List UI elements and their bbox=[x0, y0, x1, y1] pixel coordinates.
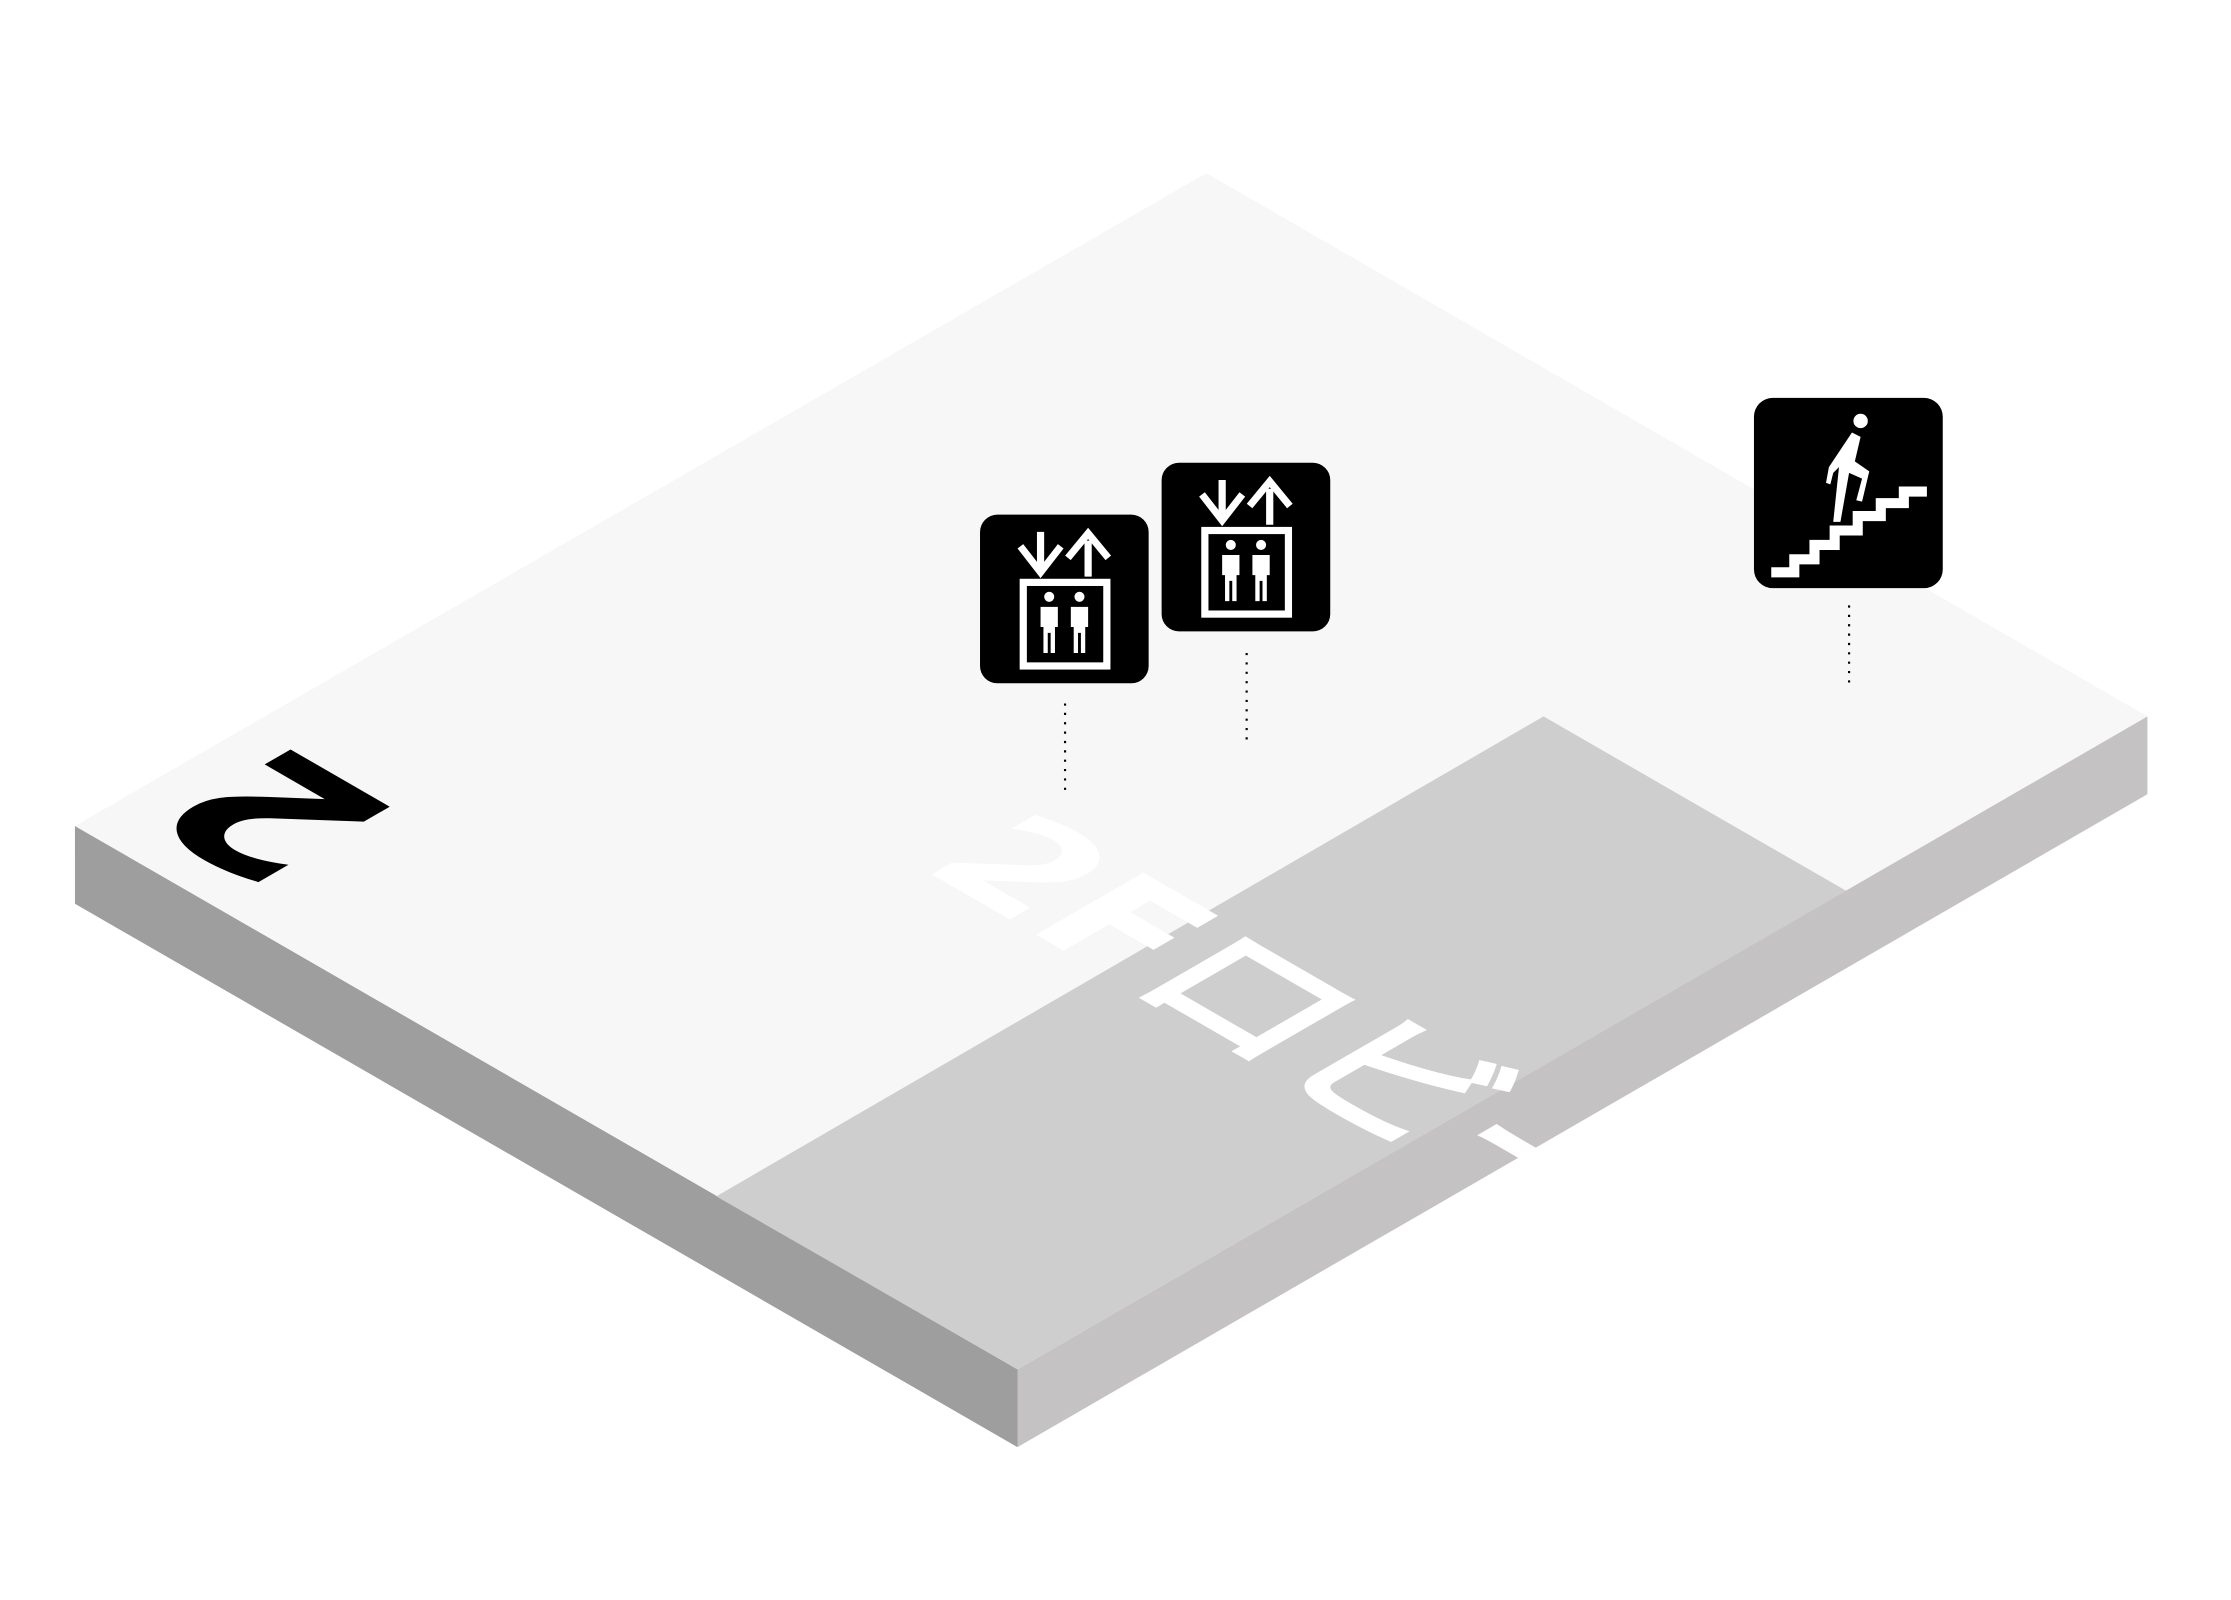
stairs-icon bbox=[1771, 413, 1927, 578]
floor-top-surface bbox=[74, 173, 2148, 1370]
elevator-sign[interactable] bbox=[1162, 463, 1331, 632]
elevator-icon bbox=[1162, 463, 1331, 632]
elevator-sign[interactable] bbox=[980, 515, 1149, 684]
floor-slab-left-side bbox=[74, 825, 1018, 1448]
elevator-icon bbox=[980, 515, 1149, 684]
lobby-area[interactable] bbox=[716, 716, 1847, 1370]
floor-slab-right-side bbox=[1017, 716, 2148, 1448]
stairs-sign[interactable] bbox=[1753, 397, 1943, 589]
